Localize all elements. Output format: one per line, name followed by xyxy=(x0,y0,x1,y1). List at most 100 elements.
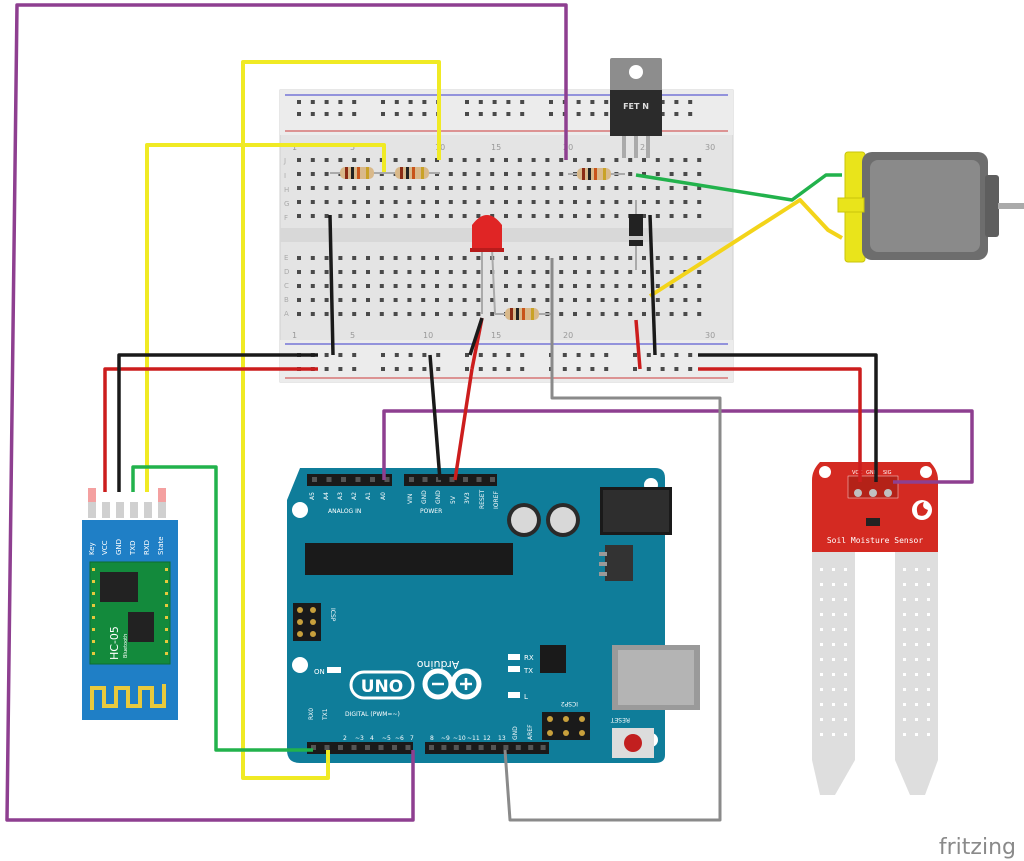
breadboard-hole xyxy=(655,312,660,316)
breadboard-hole xyxy=(462,270,467,274)
mount-hole xyxy=(819,466,831,478)
col-number-25: 25 xyxy=(640,143,650,152)
header-pin xyxy=(463,477,468,482)
breadboard-hole xyxy=(642,214,646,218)
breadboard-hole xyxy=(600,298,605,302)
hc05-bluetooth-module: Key VCC GND TXD RXD State HC-05 Bluetoot… xyxy=(82,502,178,720)
breadboard-hole xyxy=(504,270,508,274)
rail-hole xyxy=(506,353,511,357)
breadboard-hole xyxy=(504,158,508,162)
header-pin xyxy=(490,477,495,482)
rail-hole xyxy=(394,100,399,104)
pin-label: IOREF xyxy=(493,491,500,509)
breadboard-hole xyxy=(490,214,495,218)
rail-hole xyxy=(590,353,595,357)
header-pin xyxy=(449,477,455,482)
breadboard-hole xyxy=(297,214,301,218)
on-led xyxy=(327,667,341,673)
header-pin xyxy=(515,745,521,750)
hc05-label: HC-05 xyxy=(108,626,121,660)
rail-hole xyxy=(506,367,511,371)
row-letter: A xyxy=(284,310,289,318)
breadboard-hole xyxy=(490,172,495,176)
breadboard-hole xyxy=(655,298,660,302)
breadboard-hole xyxy=(462,158,467,162)
prong-dot xyxy=(844,613,847,616)
header-pin xyxy=(370,477,375,482)
prong-dot xyxy=(832,733,835,736)
prong-dot xyxy=(832,598,835,601)
rail-hole xyxy=(549,112,553,116)
breadboard-hole xyxy=(379,200,384,204)
breadboard-hole xyxy=(338,200,343,204)
breadboard-hole xyxy=(407,158,412,162)
breadboard-hole xyxy=(338,270,343,274)
diode xyxy=(629,200,643,270)
prong-dot xyxy=(927,688,930,691)
breadboard-hole xyxy=(614,158,619,162)
l-label: L xyxy=(524,693,528,701)
breadboard-hole xyxy=(338,312,343,316)
breadboard-hole xyxy=(407,284,412,288)
prong-dot xyxy=(832,673,835,676)
prong-dot xyxy=(915,598,918,601)
breadboard-hole xyxy=(421,200,426,204)
prong-dots xyxy=(820,568,930,736)
pad-dot xyxy=(165,568,168,571)
col-number-5-bottom: 5 xyxy=(350,331,355,340)
rail-hole xyxy=(297,112,301,116)
header-pin xyxy=(528,745,534,750)
rail-hole xyxy=(352,112,357,116)
icsp2-label: ICSP2 xyxy=(561,700,578,707)
wire-black-mosfet xyxy=(648,214,657,356)
breadboard-hole xyxy=(297,298,301,302)
breadboard-hole xyxy=(683,298,688,302)
prong-dot xyxy=(820,583,823,586)
breadboard-hole xyxy=(697,312,702,316)
breadboard-hole xyxy=(297,256,301,260)
header-pin xyxy=(441,745,447,750)
col-number-30: 30 xyxy=(705,143,715,152)
breadboard-hole xyxy=(476,312,481,316)
tx-label: TX xyxy=(523,667,533,675)
reset-button[interactable] xyxy=(612,728,654,758)
breadboard-hole xyxy=(683,214,688,218)
resistor-4 xyxy=(495,308,552,320)
breadboard-hole xyxy=(669,172,674,176)
uno-logo-text: UNO xyxy=(361,677,403,697)
prong-dot xyxy=(927,583,930,586)
rail-hole xyxy=(688,353,693,357)
breadboard-hole xyxy=(531,172,536,176)
prong-dot xyxy=(903,643,906,646)
breadboard-hole xyxy=(573,256,577,260)
breadboard-hole xyxy=(310,200,315,204)
row-letter: G xyxy=(284,200,289,208)
breadboard-hole xyxy=(393,284,398,288)
header-pin xyxy=(491,745,496,750)
breadboard-hole xyxy=(545,214,550,218)
header-pin xyxy=(338,745,343,750)
breadboard-hole xyxy=(600,312,605,316)
breadboard-hole xyxy=(366,186,370,190)
breadboard-hole xyxy=(490,298,495,302)
rail-hole xyxy=(492,100,497,104)
breadboard-hole xyxy=(504,298,508,302)
hc05-pin xyxy=(144,502,152,518)
breadboard-hole xyxy=(324,256,329,260)
breadboard-hole xyxy=(310,172,315,176)
breadboard-hole xyxy=(393,270,398,274)
breadboard-hole xyxy=(448,284,453,288)
breadboard-hole xyxy=(586,284,591,288)
row-letter: J xyxy=(283,157,286,165)
rail-hole xyxy=(394,367,399,371)
prong-dot xyxy=(844,628,847,631)
row-letter: I xyxy=(284,172,286,180)
prong-dot xyxy=(844,583,847,586)
wire-green-motor xyxy=(635,173,842,202)
breadboard-hole xyxy=(379,214,384,218)
breadboard-hole xyxy=(600,186,605,190)
breadboard-hole xyxy=(614,298,619,302)
breadboard-hole xyxy=(448,270,453,274)
breadboard-hole xyxy=(476,214,481,218)
breadboard-hole xyxy=(435,200,439,204)
